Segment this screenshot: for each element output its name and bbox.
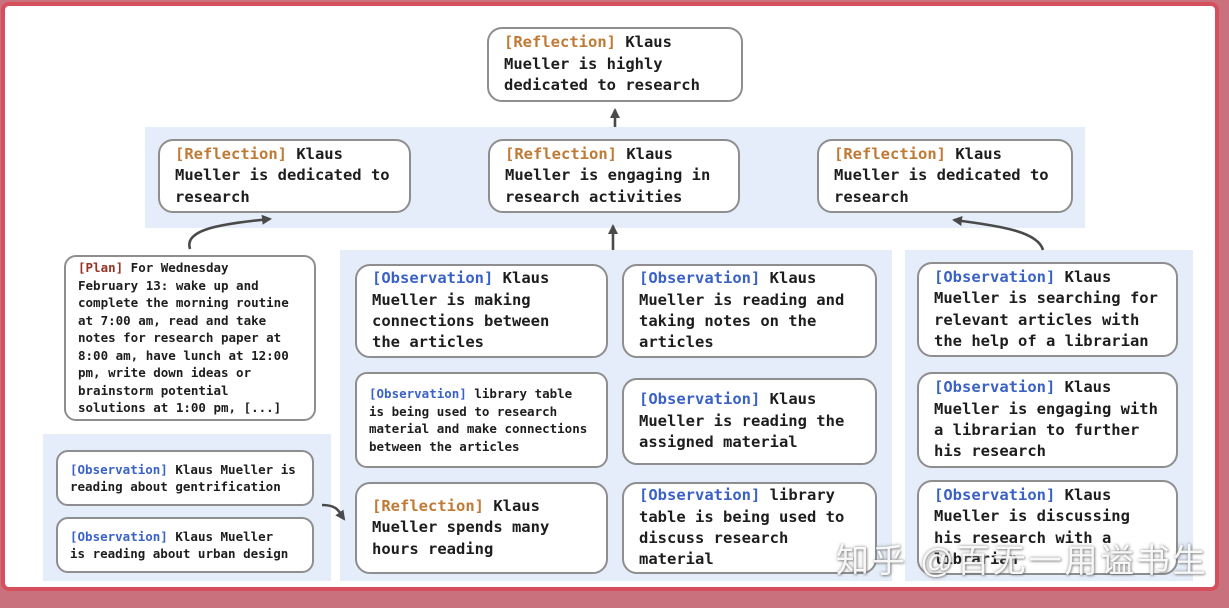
observation-tag: [Observation] xyxy=(934,267,1056,286)
node-text: [Reflection] Klaus Mueller is highly ded… xyxy=(504,33,700,95)
node-reflection-mid: [Reflection] Klaus Mueller is engaging i… xyxy=(488,139,740,213)
node-plan: [Plan] For Wednesday February 13: wake u… xyxy=(64,255,316,421)
observation-tag: [Observation] xyxy=(934,485,1056,504)
node-text: [Observation] Klaus Mueller is discussin… xyxy=(934,485,1130,568)
node-obs-discussing-research: [Observation] Klaus Mueller is discussin… xyxy=(917,480,1178,575)
node-text: [Observation] Klaus Mueller is making co… xyxy=(372,269,550,352)
observation-tag: [Observation] xyxy=(70,528,168,544)
node-text: [Reflection] Klaus Mueller spends many h… xyxy=(372,496,550,558)
observation-tag: [Observation] xyxy=(639,269,761,288)
observation-tag: [Observation] xyxy=(372,269,494,288)
node-obs-library-table-discuss: [Observation] library table is being use… xyxy=(622,482,877,574)
node-obs-searching-articles: [Observation] Klaus Mueller is searching… xyxy=(917,262,1178,357)
node-text: [Reflection] Klaus Mueller is engaging i… xyxy=(505,144,711,206)
reflection-tag: [Reflection] xyxy=(505,144,617,163)
node-text: [Plan] For Wednesday February 13: wake u… xyxy=(78,260,289,416)
reflection-tag: [Reflection] xyxy=(372,496,484,515)
node-text: [Reflection] Klaus Mueller is dedicated … xyxy=(175,144,390,206)
node-obs-making-connections: [Observation] Klaus Mueller is making co… xyxy=(355,264,608,358)
node-obs-engaging-librarian: [Observation] Klaus Mueller is engaging … xyxy=(917,372,1178,468)
plan-tag: [Plan] xyxy=(78,260,124,276)
node-reflection-right: [Reflection] Klaus Mueller is dedicated … xyxy=(817,139,1073,213)
node-text: [Observation] Klaus Mueller is reading a… xyxy=(70,528,289,562)
node-obs-taking-notes: [Observation] Klaus Mueller is reading a… xyxy=(622,264,877,358)
observation-tag: [Observation] xyxy=(70,461,168,477)
reflection-tag: [Reflection] xyxy=(504,33,616,52)
node-text: [Reflection] Klaus Mueller is dedicated … xyxy=(834,144,1049,206)
reflection-tag: [Reflection] xyxy=(834,144,946,163)
node-obs-library-table-research: [Observation] library table is being use… xyxy=(355,372,608,468)
observation-tag: [Observation] xyxy=(639,390,761,409)
node-text: [Observation] Klaus Mueller is searching… xyxy=(934,267,1158,350)
node-obs-assigned-material: [Observation] Klaus Mueller is reading t… xyxy=(622,378,877,465)
observation-tag: [Observation] xyxy=(639,486,761,505)
node-text: [Observation] Klaus Mueller is reading t… xyxy=(639,390,845,452)
node-text: [Observation] Klaus Mueller is engaging … xyxy=(934,378,1158,461)
node-reflection-hours-reading: [Reflection] Klaus Mueller spends many h… xyxy=(355,482,608,574)
node-text: [Observation] Klaus Mueller is reading a… xyxy=(70,461,296,495)
node-reflection-left: [Reflection] Klaus Mueller is dedicated … xyxy=(158,139,411,213)
node-text: [Observation] Klaus Mueller is reading a… xyxy=(639,269,845,352)
observation-tag: [Observation] xyxy=(934,378,1056,397)
node-text: [Observation] library table is being use… xyxy=(639,486,845,569)
node-text: [Observation] library table is being use… xyxy=(369,386,588,454)
node-obs-urban-design: [Observation] Klaus Mueller is reading a… xyxy=(56,517,314,573)
observation-tag: [Observation] xyxy=(369,386,467,401)
node-root-reflection: [Reflection] Klaus Mueller is highly ded… xyxy=(487,27,743,102)
reflection-tag: [Reflection] xyxy=(175,144,287,163)
node-obs-gentrification: [Observation] Klaus Mueller is reading a… xyxy=(56,450,314,506)
